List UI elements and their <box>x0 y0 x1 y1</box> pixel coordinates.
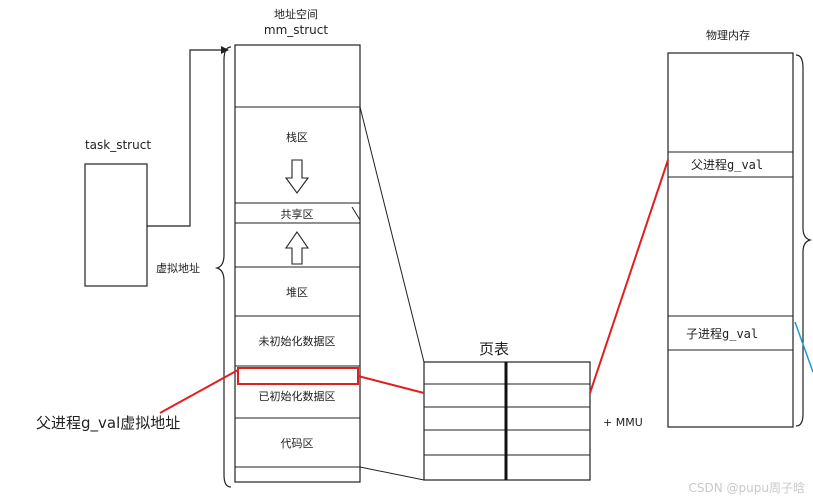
pagetable-to-physical-link <box>589 159 669 394</box>
mapping-line-bottom <box>359 466 425 481</box>
phys-parent-gval: 父进程g_val <box>691 157 763 172</box>
segment-code: 代码区 <box>281 437 314 450</box>
segment-heap: 堆区 <box>286 286 308 299</box>
child-gval-link <box>794 321 813 373</box>
mapping-line-top <box>359 106 425 363</box>
watermark: CSDN @pupu周子晗 <box>689 480 805 495</box>
annotation-pointer <box>159 369 239 414</box>
physical-memory-box <box>667 52 794 428</box>
physical-memory-title: 物理内存 <box>706 28 750 42</box>
segment-shared: 共享区 <box>281 207 314 221</box>
segment-data: 已初始化数据区 <box>259 389 336 403</box>
address-space-title: 地址空间 <box>274 7 318 21</box>
virtual-address-brace <box>214 46 232 488</box>
stack-grow-down-icon <box>284 159 310 194</box>
page-table-title: 页表 <box>479 340 509 358</box>
task-struct-box <box>84 163 148 287</box>
virtual-to-pagetable-link <box>357 375 425 394</box>
task-struct-label: task_struct <box>85 138 151 152</box>
segment-stack: 栈区 <box>286 130 308 144</box>
parent-gval-virtual-address-label: 父进程g_val虚拟地址 <box>36 414 180 433</box>
shared-tick <box>351 206 361 221</box>
task-to-mm-arrow <box>147 46 229 227</box>
virtual-address-label: 虚拟地址 <box>156 261 200 275</box>
physical-memory-brace <box>795 54 813 427</box>
parent-gval-virtual-slot <box>237 367 359 385</box>
heap-grow-up-icon <box>284 231 310 265</box>
mm-struct-label: mm_struct <box>264 23 328 37</box>
page-table <box>423 361 591 481</box>
phys-child-gval: 子进程g_val <box>686 326 758 341</box>
address-space-box <box>234 44 361 483</box>
segment-bss: 未初始化数据区 <box>259 334 336 348</box>
mmu-label: + MMU <box>603 416 643 429</box>
